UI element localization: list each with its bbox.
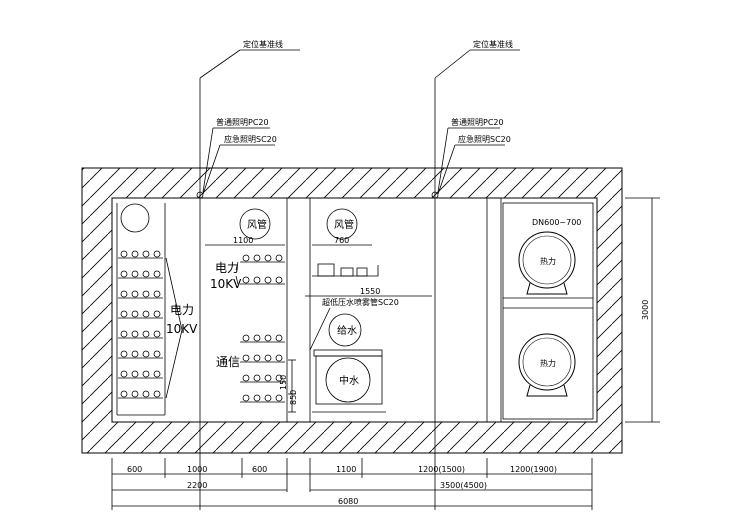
partitions (116, 198, 594, 422)
power-10kv-left-label-a: 电力 (170, 303, 194, 317)
pipe-pc20-left-label: 普通照明PC20 (216, 117, 269, 127)
power-10kv-top-label-b: 10KV (210, 277, 242, 291)
tray-row (118, 390, 163, 399)
dim-850: 850 (289, 390, 298, 405)
dim-760: 760 (334, 236, 349, 245)
dim-bottom-600-a: 600 (127, 465, 142, 474)
duct-left-label: 风管 (247, 218, 267, 231)
positioning-line-left-label: 定位基准线 (243, 39, 283, 49)
pipe-pc20-right-label: 普通照明PC20 (451, 117, 504, 127)
dim-bottom-1200-1500: 1200(1500) (418, 465, 465, 474)
dim-bottom-2200: 2200 (187, 481, 207, 490)
dim-1550: 1550 (360, 287, 380, 296)
middle-left-equipment (205, 208, 285, 403)
power-10kv-top-label-a: 电力 (215, 261, 239, 275)
pipe-sc20-left-label: 应急照明SC20 (224, 134, 277, 144)
telecom-label: 通信 (216, 355, 240, 369)
heat-bottom-label: 热力 (540, 358, 556, 368)
tray-row (118, 270, 163, 279)
tray-row (118, 370, 163, 379)
dim-bottom-600-b: 600 (252, 465, 267, 474)
dn-size-label: DN600~700 (532, 218, 581, 227)
height-dimension (625, 197, 660, 423)
tray-row (118, 310, 163, 319)
fire-pipe-sc20-label: 超低压水喷雾管SC20 (322, 297, 399, 307)
tunnel-wall (81, 167, 623, 454)
power-10kv-left-label-b: 10KV (166, 322, 198, 336)
dim-1100-top: 1100 (233, 236, 253, 245)
dim-bottom-1100: 1100 (336, 465, 356, 474)
duct-right-label: 风管 (334, 218, 354, 231)
dim-150: 150 (279, 375, 288, 390)
heat-pipes (518, 231, 576, 397)
bottom-dimensions (111, 458, 593, 510)
pipe-sc20-right-label: 应急照明SC20 (458, 134, 511, 144)
supply-water-label: 给水 (337, 324, 357, 337)
dim-bottom-3500-4500: 3500(4500) (440, 481, 487, 490)
dim-3000: 3000 (641, 300, 650, 320)
positioning-line-right-label: 定位基准线 (473, 39, 513, 49)
heat-top-label: 热力 (540, 256, 556, 266)
dim-bottom-1000: 1000 (187, 465, 207, 474)
middle-equipment (288, 208, 432, 413)
reclaimed-water-label: 中水 (339, 374, 359, 387)
tray-row (118, 330, 163, 339)
dim-bottom-1200-1900: 1200(1900) (510, 465, 557, 474)
tray-row (118, 250, 163, 259)
left-cable-trays (118, 203, 183, 399)
tray-row (118, 350, 163, 359)
dim-bottom-6080: 6080 (338, 497, 358, 506)
tray-row (118, 290, 163, 299)
positioning-lines (196, 49, 520, 510)
